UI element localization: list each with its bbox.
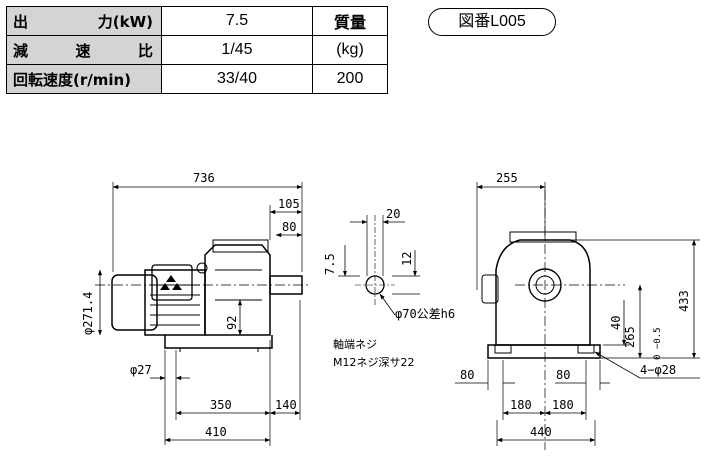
dim-40: 40	[609, 316, 623, 330]
dim-mount-holes: 4−φ28	[640, 363, 676, 377]
dim-92: 92	[225, 316, 239, 330]
side-view: 736 105 80 φ271.4 92 φ27 350 140 410	[81, 171, 310, 446]
dim-key-7-5: 7.5	[323, 253, 337, 275]
tap-note-line-1: 軸端ネジ	[333, 337, 377, 351]
reducer-housing	[204, 244, 271, 336]
terminal-box	[151, 264, 193, 301]
base-plate	[164, 335, 273, 349]
reduction-value: 1/45	[161, 35, 313, 65]
tap-note-line-2: M12ネジ深サ22	[333, 356, 415, 369]
dim-350: 350	[210, 398, 232, 412]
dim-80-left: 80	[460, 368, 474, 382]
output-label: 力(kW)	[97, 12, 153, 31]
spec-row-output: 出力(kW) 7.5 質量	[6, 6, 388, 36]
dim-overall-length: 736	[193, 171, 215, 185]
dim-265: 265	[623, 326, 637, 348]
dim-433: 433	[677, 290, 691, 312]
dim-105: 105	[278, 197, 300, 211]
dim-140: 140	[275, 398, 297, 412]
dim-180-left: 180	[510, 398, 532, 412]
spec-row-speed: 回転速度(r/min) 33/40 200	[6, 64, 388, 94]
reducer-front-housing	[495, 239, 591, 346]
dim-180-right: 180	[552, 398, 574, 412]
front-view: 255 433 265 0 −0.5 40 80 80 180 180 440	[455, 171, 700, 450]
dim-key-12: 12	[400, 252, 414, 266]
reducer-front-top	[509, 231, 577, 243]
dim-shaft-dia: φ70公差h6	[395, 307, 455, 321]
output-label-cell: 出力(kW)	[6, 6, 162, 36]
maker-logo-icon	[160, 275, 182, 290]
dim-440: 440	[530, 425, 552, 439]
figure-id-badge: 図番L005	[428, 8, 556, 36]
spec-row-reduction: 減速比 1/45 (kg)	[6, 35, 388, 65]
mass-unit: (kg)	[312, 35, 388, 65]
dim-410: 410	[205, 425, 227, 439]
dim-255: 255	[496, 171, 518, 185]
dim-80-shaft: 80	[282, 220, 296, 234]
terminal-box-front	[481, 274, 499, 304]
eye-bolt-icon	[196, 262, 208, 274]
dim-80-right: 80	[556, 368, 570, 382]
mass-value: 200	[312, 64, 388, 94]
reduction-label-cell: 減速比	[6, 35, 162, 65]
base-front	[487, 344, 601, 359]
dim-dia-27: φ27	[130, 363, 152, 377]
reducer-top	[212, 239, 269, 253]
dim-265-tolerance: 0 −0.5	[653, 327, 663, 360]
speed-label: 回転速度(r/min)	[6, 64, 162, 94]
dim-dia-271: φ271.4	[81, 292, 95, 335]
shaft-detail: 20 7.5 12 φ70公差h6 軸端ネジ M12ネジ深サ22	[323, 207, 455, 369]
speed-value: 33/40	[161, 64, 313, 94]
motor-end-cap	[111, 274, 158, 331]
dim-key-20: 20	[386, 207, 400, 221]
spec-table: 出力(kW) 7.5 質量 減速比 1/45 (kg) 回転速度(r/min) …	[6, 6, 388, 94]
